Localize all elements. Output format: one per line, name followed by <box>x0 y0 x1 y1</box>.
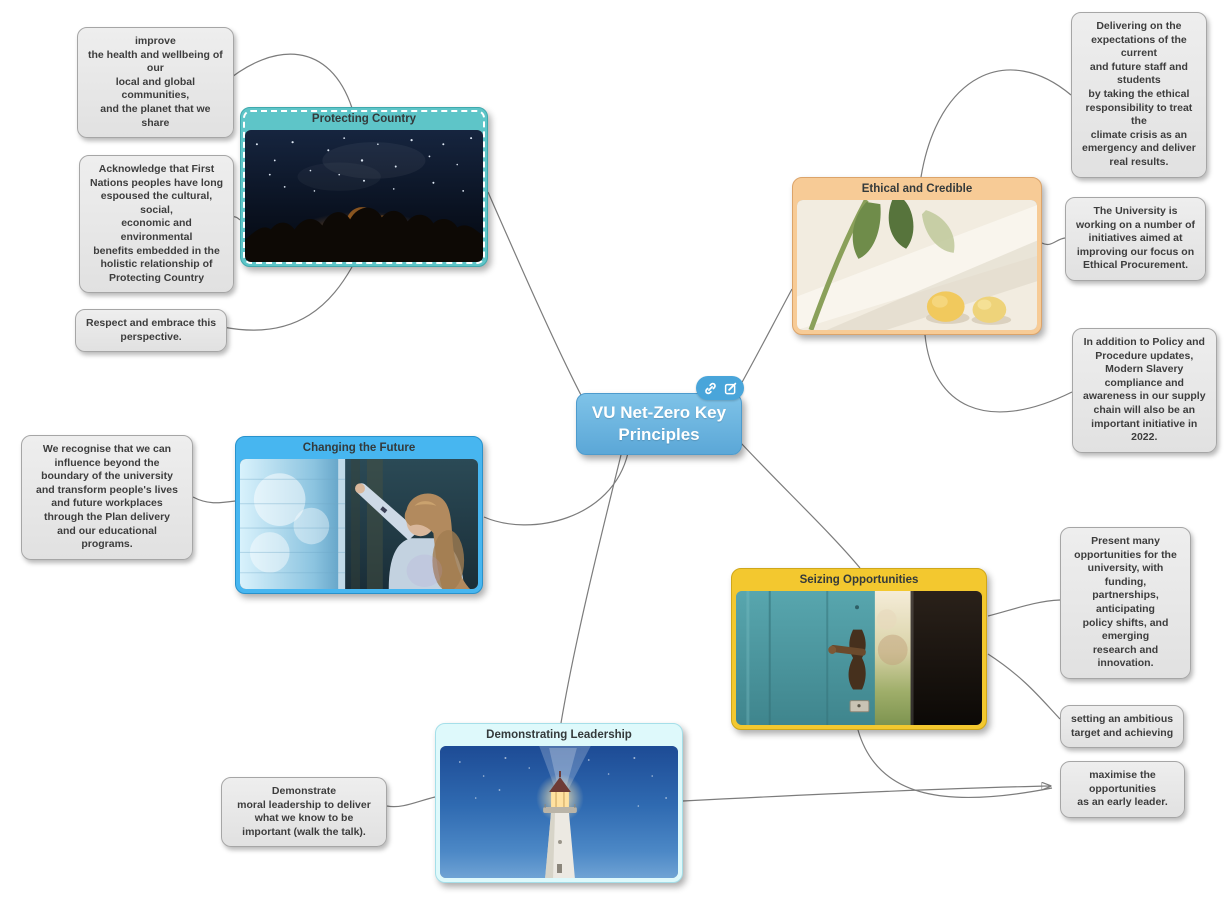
lighthouse-scene <box>440 746 678 878</box>
note-icon[interactable] <box>723 381 738 396</box>
edge-root-to-protecting <box>487 191 583 398</box>
protecting-country-image <box>245 130 483 262</box>
demonstrating-leadership-image <box>440 746 678 878</box>
branch-card-ethical-and-credible[interactable]: Ethical and Credible <box>792 177 1042 335</box>
note-present-opportunities[interactable]: Present many opportunities for the unive… <box>1060 527 1191 679</box>
edge-leadership-to-note1 <box>386 796 436 808</box>
edge-leadership-to-maximise-arrow <box>682 786 1050 802</box>
seizing-opportunities-image <box>736 591 982 725</box>
note-ethical-procurement[interactable]: The University is working on a number of… <box>1065 197 1207 281</box>
edge-protecting-to-note3 <box>222 266 353 331</box>
branch-card-changing-the-future[interactable]: Changing the Future <box>235 436 483 594</box>
branch-title: Ethical and Credible <box>861 183 973 195</box>
branch-title: Protecting Country <box>311 113 417 125</box>
edge-root-to-seizing <box>739 441 861 569</box>
root-topic-badge <box>696 376 744 400</box>
edge-changing-to-note1 <box>192 496 236 504</box>
night-sky-scene <box>245 130 483 262</box>
root-topic[interactable]: VU Net-Zero Key Principles <box>576 376 744 455</box>
edge-ethical-to-note1 <box>920 69 1072 178</box>
note-modern-slavery[interactable]: In addition to Policy and Procedure upda… <box>1072 328 1217 453</box>
ethical-and-credible-image <box>797 200 1037 330</box>
note-delivering-expectations[interactable]: Delivering on the expectations of the cu… <box>1071 12 1207 178</box>
branch-title: Demonstrating Leadership <box>486 729 632 741</box>
branch-card-protecting-country[interactable]: Protecting Country <box>240 107 488 267</box>
changing-the-future-image <box>240 459 478 589</box>
note-improve-health[interactable]: improve the health and wellbeing of our … <box>77 27 234 139</box>
leaves-lemons-scene <box>797 200 1037 330</box>
branch-title: Changing the Future <box>302 442 416 454</box>
edge-seizing-to-note2 <box>987 653 1061 720</box>
branch-title: Seizing Opportunities <box>799 574 919 586</box>
edge-root-to-changing <box>483 452 629 526</box>
edge-ethical-to-note2 <box>1041 237 1066 246</box>
branch-card-demonstrating-leadership[interactable]: Demonstrating Leadership <box>435 723 683 883</box>
edge-root-to-leadership <box>560 454 622 724</box>
edge-root-to-ethical <box>735 288 793 394</box>
root-topic-label: VU Net-Zero Key Principles <box>591 403 727 444</box>
hologram-scene <box>240 459 478 589</box>
link-icon[interactable] <box>703 381 718 396</box>
edge-protecting-to-note1 <box>222 53 353 109</box>
note-moral-leadership[interactable]: Demonstrate moral leadership to deliver … <box>221 777 387 848</box>
door-scene <box>736 591 982 725</box>
note-first-nations[interactable]: Acknowledge that First Nations peoples h… <box>79 155 235 294</box>
branch-card-seizing-opportunities[interactable]: Seizing Opportunities <box>731 568 987 730</box>
note-respect-perspective[interactable]: Respect and embrace this perspective. <box>75 309 228 353</box>
note-ambitious-target[interactable]: setting an ambitious target and achievin… <box>1060 705 1185 749</box>
edge-seizing-to-note1 <box>987 599 1061 617</box>
edge-seizing-to-note3 <box>857 729 1053 799</box>
note-maximise-opportunities[interactable]: maximise the opportunities as an early l… <box>1060 761 1185 818</box>
note-influence-beyond[interactable]: We recognise that we can influence beyon… <box>21 435 193 560</box>
edge-ethical-to-note3 <box>924 334 1073 413</box>
